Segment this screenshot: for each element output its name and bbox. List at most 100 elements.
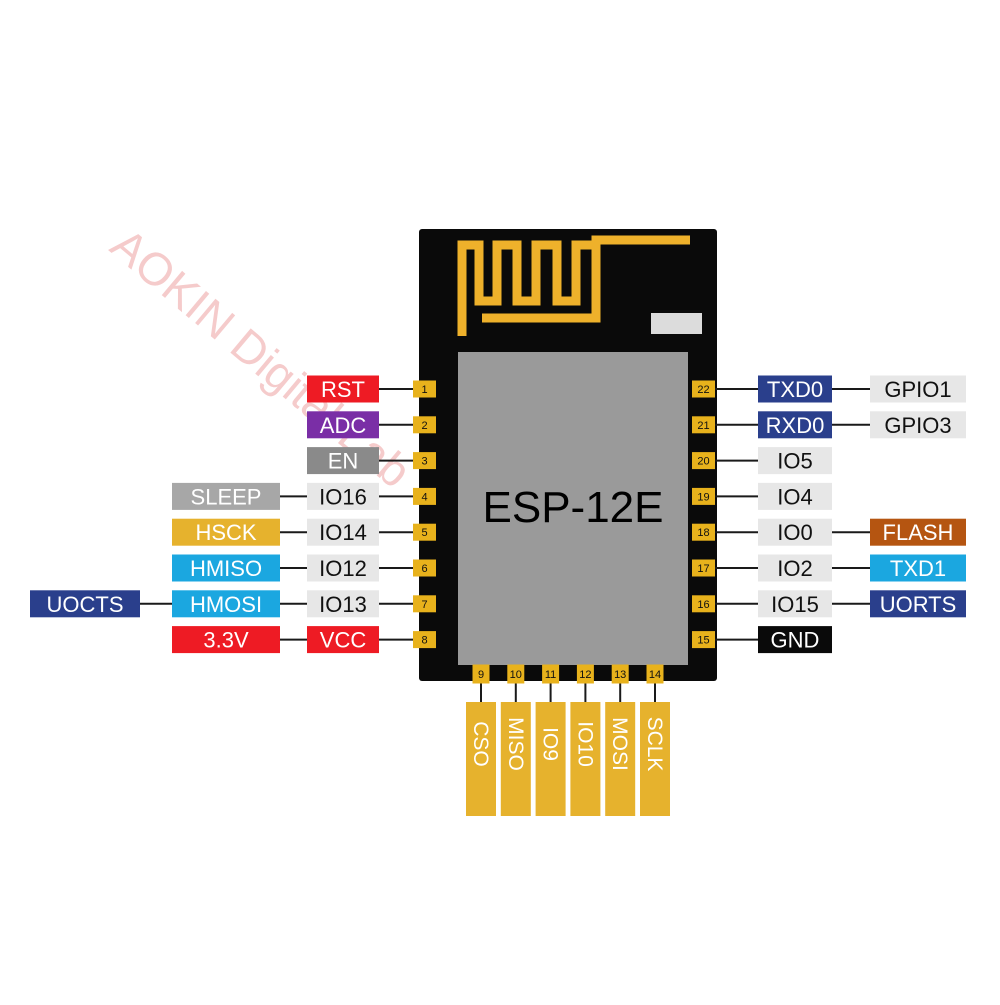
pin-pad-15: 15 bbox=[692, 631, 715, 649]
label-hmiso-text: HMISO bbox=[190, 556, 262, 581]
pin-pad-13: 13 bbox=[611, 664, 629, 702]
pin-pad-11: 11 bbox=[542, 664, 560, 702]
label-io16: IO16 bbox=[307, 482, 379, 510]
pin-pad-2-number: 2 bbox=[421, 420, 427, 432]
label-adc-box bbox=[307, 411, 379, 439]
pin-pad-13-number: 13 bbox=[614, 669, 626, 681]
label-gnd-text: GND bbox=[771, 628, 820, 653]
pin-pad-11-number: 11 bbox=[545, 669, 556, 681]
pin-pad-9-number: 9 bbox=[478, 669, 484, 681]
label-vcc: VCC bbox=[307, 626, 379, 654]
label-io12-box bbox=[307, 554, 379, 582]
pin-pad-15-number: 15 bbox=[697, 635, 709, 647]
pin-pad-9: 9 bbox=[472, 664, 490, 702]
label-io12: IO12 bbox=[307, 554, 379, 582]
pin-pad-14-shape bbox=[646, 664, 664, 684]
label-sclk: SCLK bbox=[640, 702, 670, 816]
pin-pad-6: 6 bbox=[413, 559, 436, 577]
label-io13: IO13 bbox=[307, 590, 379, 618]
pin-pad-1-shape bbox=[413, 380, 436, 398]
label-io5-text: IO5 bbox=[777, 449, 812, 474]
label-vcc-box bbox=[307, 626, 379, 654]
pin-pad-16-shape bbox=[692, 595, 715, 613]
pin-pad-20: 20 bbox=[692, 452, 715, 470]
label-io14: IO14 bbox=[307, 518, 379, 546]
pin-pad-22-number: 22 bbox=[697, 384, 709, 396]
label-uocts-box bbox=[30, 590, 140, 618]
pin-pad-21-number: 21 bbox=[697, 420, 709, 432]
label-gnd-box bbox=[758, 626, 832, 654]
label-flash: FLASH bbox=[870, 518, 966, 546]
label-sclk-text: SCLK bbox=[643, 717, 666, 772]
label-io13-text: IO13 bbox=[319, 592, 367, 617]
pin-pad-10-shape bbox=[507, 664, 525, 684]
label-io10-text: IO10 bbox=[573, 721, 596, 767]
pin-pad-18-shape bbox=[692, 523, 715, 541]
label-en-text: EN bbox=[328, 449, 359, 474]
label-io10-box bbox=[570, 702, 601, 816]
label-uocts-text: UOCTS bbox=[47, 592, 124, 617]
pin-pad-15-shape bbox=[692, 631, 715, 649]
label-io14-box bbox=[307, 518, 379, 546]
label-adc: ADC bbox=[307, 411, 379, 439]
label-en: EN bbox=[307, 447, 379, 475]
pin-pad-4-number: 4 bbox=[421, 491, 427, 503]
module-board: ESP-12E bbox=[419, 229, 717, 681]
label-io2: IO2 bbox=[758, 554, 832, 582]
pin-pad-16-number: 16 bbox=[697, 599, 709, 611]
label-io2-text: IO2 bbox=[777, 556, 812, 581]
label-gpio3-box bbox=[870, 411, 966, 439]
label-io16-box bbox=[307, 482, 379, 510]
label-sleep-box bbox=[172, 482, 280, 510]
pin-pad-19-shape bbox=[692, 487, 715, 505]
label-txd0-text: TXD0 bbox=[767, 377, 823, 402]
pin-pad-21-shape bbox=[692, 416, 715, 434]
label-io4-box bbox=[758, 482, 832, 510]
label-miso-box bbox=[500, 702, 531, 816]
label-rxd0-text: RXD0 bbox=[766, 413, 825, 438]
label-sclk-box bbox=[640, 702, 670, 816]
label-en-box bbox=[307, 447, 379, 475]
label-io15-text: IO15 bbox=[771, 592, 819, 617]
pin-pad-13-shape bbox=[611, 664, 629, 684]
label-io12-text: IO12 bbox=[319, 556, 367, 581]
label-uocts: UOCTS bbox=[30, 590, 140, 618]
label-rxd0-box bbox=[758, 411, 832, 439]
label-hmiso-box bbox=[172, 554, 280, 582]
label-sleep-text: SLEEP bbox=[191, 484, 262, 509]
label-gpio3: GPIO3 bbox=[870, 411, 966, 439]
label-vcc-text: VCC bbox=[320, 628, 367, 653]
label-io0-box bbox=[758, 518, 832, 546]
label-cso-text: CSO bbox=[469, 721, 492, 767]
pin-pad-3-shape bbox=[413, 452, 436, 470]
label-io16-text: IO16 bbox=[319, 484, 367, 509]
label-miso: MISO bbox=[500, 702, 531, 816]
pin-pad-18: 18 bbox=[692, 523, 715, 541]
label-io9: IO9 bbox=[535, 702, 566, 816]
label-txd1: TXD1 bbox=[870, 554, 966, 582]
label-hsck: HSCK bbox=[172, 518, 280, 546]
label-gpio1-text: GPIO1 bbox=[884, 377, 951, 402]
label-rst-box bbox=[307, 375, 379, 403]
antenna-trace bbox=[457, 235, 690, 336]
label-hmosi-box bbox=[172, 590, 280, 618]
pin-pad-2-shape bbox=[413, 416, 436, 434]
pin-pad-19: 19 bbox=[692, 487, 715, 505]
pin-pad-22-shape bbox=[692, 380, 715, 398]
label-io2-box bbox=[758, 554, 832, 582]
label-miso-text: MISO bbox=[504, 717, 527, 771]
pin-pad-8-shape bbox=[413, 631, 436, 649]
pin-pad-7-number: 7 bbox=[421, 599, 427, 611]
label-io0-text: IO0 bbox=[777, 520, 812, 545]
pin-pad-12-number: 12 bbox=[579, 669, 591, 681]
label-mosi-box bbox=[605, 702, 636, 816]
label-hmosi-text: HMOSI bbox=[190, 592, 262, 617]
pin-pad-2: 2 bbox=[413, 416, 436, 434]
antenna-label-block bbox=[651, 313, 702, 334]
pin-pad-1-number: 1 bbox=[421, 384, 427, 396]
label-hmosi: HMOSI bbox=[172, 590, 280, 618]
pin-pad-14-number: 14 bbox=[649, 669, 661, 681]
pin-pad-5-shape bbox=[413, 523, 436, 541]
